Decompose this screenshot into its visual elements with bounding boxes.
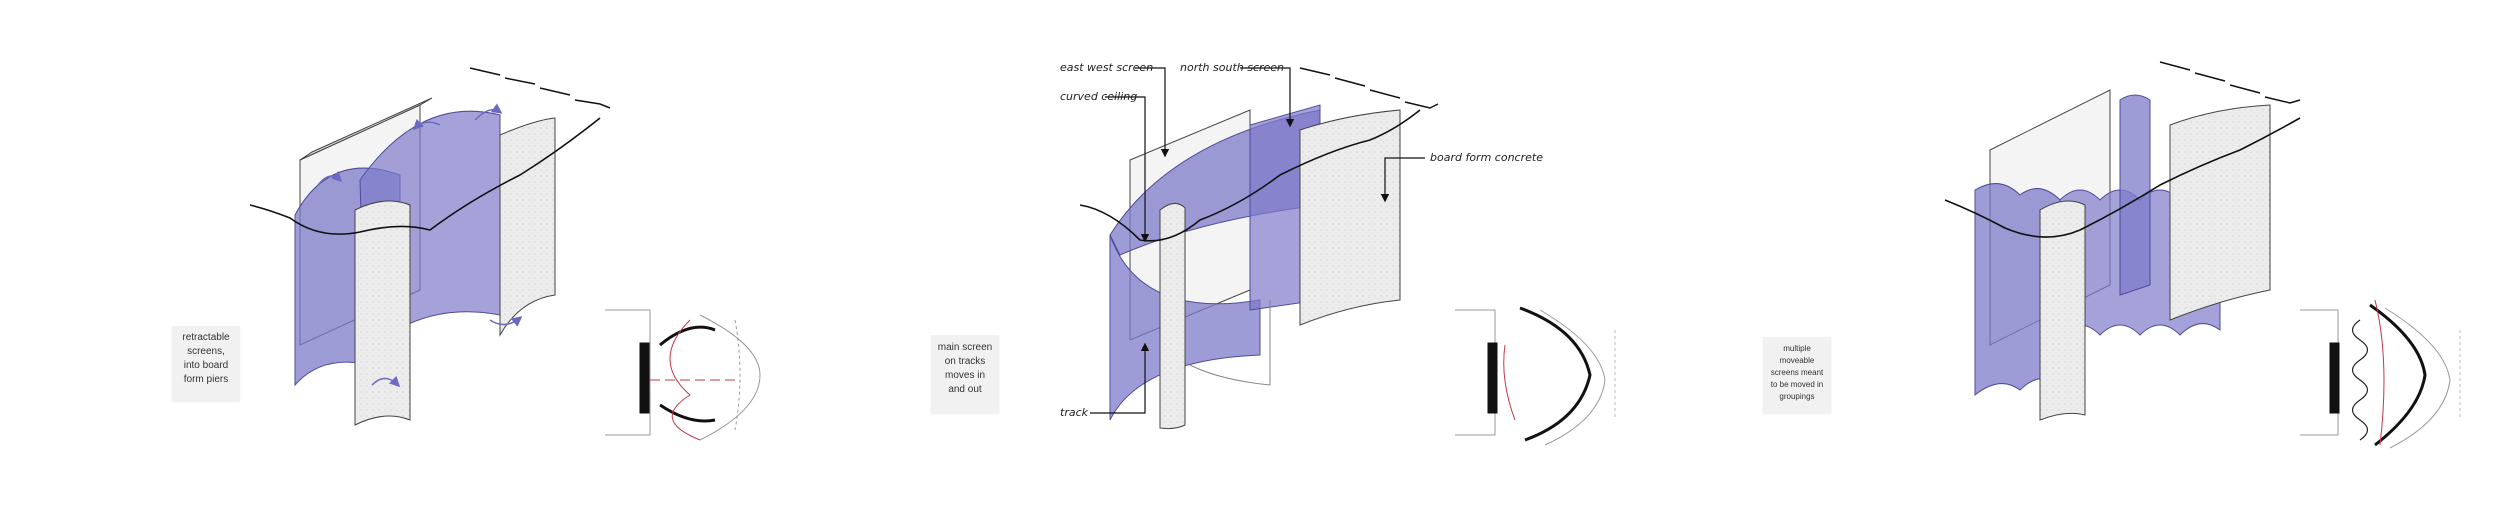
note-line: groupings — [1779, 392, 1815, 401]
panel-2-plan — [1455, 306, 1616, 446]
front-pier-track — [1159, 203, 1186, 430]
label-curved-ceiling: curved ceiling — [1060, 90, 1137, 103]
panel-3-axonometric — [1944, 61, 2461, 449]
note-line: retractable — [182, 332, 230, 343]
note-line: screens, — [187, 346, 225, 357]
movement-arrows — [317, 103, 523, 388]
note-line: form piers — [183, 374, 229, 385]
label-track: track — [1060, 406, 1089, 419]
panel-1-plan — [605, 309, 761, 441]
skyline-dashes — [2159, 61, 2301, 104]
site-section-line — [249, 117, 601, 235]
skyline-dashes — [469, 67, 611, 109]
label-east-west-screen: east west screen — [1060, 61, 1153, 74]
note-line: multiple — [1783, 344, 1811, 353]
note-line: moves in — [944, 370, 985, 381]
note-line: to be moved in — [1770, 380, 1824, 389]
note-line: main screen — [937, 342, 993, 353]
note-line: and out — [948, 384, 982, 395]
label-board-form-concrete: board form concrete — [1430, 151, 1543, 164]
note-line: moveable — [1779, 356, 1815, 365]
note-line: on tracks — [944, 356, 986, 367]
board-form-concrete-wall — [1299, 109, 1401, 326]
panel-1-axonometric — [249, 67, 761, 441]
right-concrete-pier — [499, 117, 556, 337]
panel-2-axonometric: east west screen north south screen curv… — [1060, 61, 1616, 446]
site-section-line — [1944, 117, 2301, 238]
note-line: screens meant — [1770, 368, 1824, 377]
front-concrete-pier — [354, 200, 411, 426]
label-north-south-screen: north south screen — [1180, 61, 1284, 74]
panel-3-plan — [2300, 299, 2461, 449]
note-card-retractable-screens: retractable screens, into board form pie… — [172, 326, 240, 401]
note-line: into board — [183, 360, 229, 371]
leader-lines — [1090, 67, 1425, 414]
skyline-dashes — [1299, 67, 1439, 109]
site-section-line — [1079, 109, 1421, 242]
note-card-main-screen: main screen on tracks moves in and out — [931, 335, 999, 413]
front-concrete-pier — [2039, 200, 2086, 421]
note-card-multiple-screens: multiple moveable screens meant to be mo… — [1763, 337, 1831, 413]
right-concrete-pier — [2169, 104, 2271, 321]
